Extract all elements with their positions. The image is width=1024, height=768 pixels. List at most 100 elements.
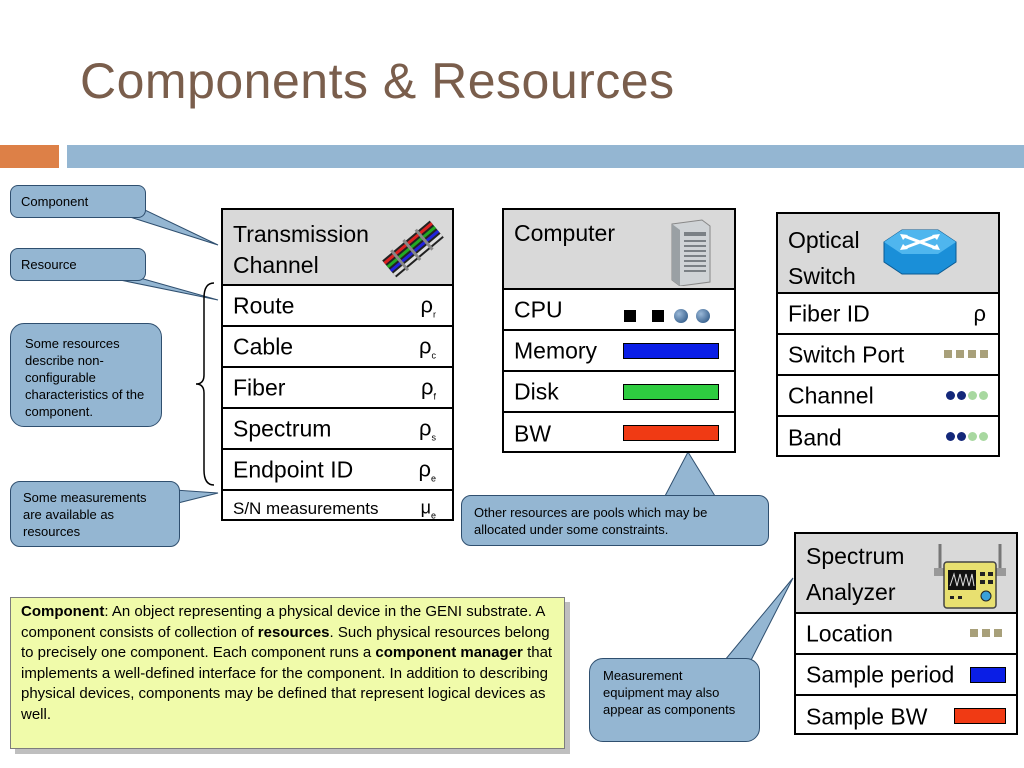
symbol-subscript: e <box>430 473 436 484</box>
row-label: Channel <box>788 382 874 408</box>
resource-row-cable: Cable ρc <box>223 327 452 368</box>
note-text-3: that implements a well-defined interface… <box>21 644 553 723</box>
symbol-subscript: c <box>431 350 437 361</box>
symbol-subscript: s <box>431 432 437 443</box>
row-label: Sample period <box>806 661 955 687</box>
spectrum-analyzer-icon <box>934 544 1006 609</box>
resource-row-fiber-id: Fiber ID ρ <box>778 294 998 335</box>
memory-pool-bar <box>623 343 719 359</box>
callout-measurement-equipment: Measurement equipment may also appear as… <box>589 658 760 742</box>
row-label: Fiber <box>233 374 286 400</box>
rho-symbol: ρ <box>420 373 434 399</box>
symbol-subscript: f <box>433 391 436 402</box>
note-bold-component-manager: component manager <box>375 644 523 661</box>
optical-header-line1: Optical <box>788 227 860 253</box>
callout-component-text: Component <box>21 194 89 209</box>
callout-non-configurable: Some resources describe non-configurable… <box>10 323 162 427</box>
computer-header: Computer <box>504 210 734 290</box>
cpu-units-icon <box>624 301 710 323</box>
row-label: S/N measurements <box>233 498 379 518</box>
note-text-2: . Such physical resources belong to prec… <box>21 623 550 662</box>
component-definition-note: Component: An object representing a phys… <box>10 597 565 749</box>
rho-symbol: ρ <box>418 414 432 440</box>
callout-component: Component <box>10 185 146 218</box>
row-label: Route <box>233 292 295 318</box>
slide-title: Components & Resources <box>80 53 675 109</box>
resource-row-endpoint-id: Endpoint ID ρe <box>223 450 452 491</box>
symbol-subscript: r <box>433 309 436 320</box>
spectrum-header-title: Spectrum Analyzer <box>806 538 904 610</box>
row-symbol: μe <box>421 497 436 520</box>
callout-measurements: Some measurements are available as resou… <box>10 481 180 547</box>
rho-symbol: ρ <box>418 332 432 358</box>
sample-period-bar <box>970 667 1006 683</box>
row-symbol: ρe <box>418 456 436 483</box>
row-label: CPU <box>514 296 563 322</box>
transmission-header-line2: Channel <box>233 252 319 278</box>
spectrum-header-line1: Spectrum <box>806 543 905 569</box>
port-units-icon <box>940 350 988 358</box>
computer-header-title: Computer <box>514 220 615 246</box>
callout-pools: Other resources are pools which may be a… <box>461 495 769 546</box>
callout-resource-text: Resource <box>21 257 77 272</box>
resource-row-switch-port: Switch Port <box>778 335 998 376</box>
row-label: Switch Port <box>788 341 905 367</box>
resource-row-sample-bw: Sample BW <box>796 696 1016 737</box>
fiber-cable-icon <box>382 220 444 278</box>
spectrum-header-line2: Analyzer <box>806 579 896 605</box>
callout-resource: Resource <box>10 248 146 281</box>
optical-header: Optical Switch <box>778 214 998 294</box>
location-units-icon <box>966 629 1002 637</box>
row-label: Fiber ID <box>788 300 870 326</box>
transmission-header: Transmission Channel <box>223 210 452 286</box>
resource-row-fiber: Fiber ρf <box>223 368 452 409</box>
resource-row-sample-period: Sample period <box>796 655 1016 696</box>
spectrum-header: Spectrum Analyzer <box>796 534 1016 614</box>
note-bold-component: Component <box>21 603 105 620</box>
resource-row-sn-measurements: S/N measurements μe <box>223 491 452 526</box>
row-symbol: ρr <box>420 292 436 319</box>
transmission-channel-box: Transmission Channel Route ρr Cable ρc F… <box>221 208 454 521</box>
optical-header-line2: Switch <box>788 263 856 289</box>
row-label: Memory <box>514 337 598 363</box>
note-text-1: : An object representing a physical devi… <box>21 603 545 641</box>
row-label: Cable <box>233 333 294 359</box>
disk-pool-bar <box>623 384 719 400</box>
transmission-header-line1: Transmission <box>233 221 369 247</box>
row-label: BW <box>514 420 552 446</box>
accent-bar-orange <box>0 145 59 168</box>
resource-row-route: Route ρr <box>223 286 452 327</box>
callout-measurements-text: Some measurements are available as resou… <box>23 490 147 539</box>
optical-header-title: Optical Switch <box>788 222 860 294</box>
sample-bw-bar <box>954 708 1006 724</box>
spectrum-analyzer-box: Spectrum Analyzer Location Sample period <box>794 532 1018 735</box>
callout-measurement-equipment-text: Measurement equipment may also appear as… <box>603 668 736 717</box>
row-label: Band <box>788 424 842 450</box>
callout-pools-text: Other resources are pools which may be a… <box>474 505 708 537</box>
channel-units-icon <box>944 391 988 400</box>
row-symbol: ρc <box>419 333 436 360</box>
rho-symbol: ρ <box>420 291 433 317</box>
server-icon <box>671 219 711 286</box>
row-symbol: ρf <box>421 374 436 401</box>
row-label: Spectrum <box>233 415 332 441</box>
row-label: Disk <box>514 378 559 404</box>
resource-row-location: Location <box>796 614 1016 655</box>
row-label: Location <box>806 620 893 646</box>
callout-non-configurable-text: Some resources describe non-configurable… <box>25 336 145 419</box>
resource-row-cpu: CPU <box>504 290 734 331</box>
row-symbol: ρs <box>419 415 436 442</box>
resource-row-bw: BW <box>504 413 734 454</box>
row-symbol: ρ <box>973 300 986 326</box>
row-label: Endpoint ID <box>233 456 354 482</box>
band-units-icon <box>944 432 988 441</box>
resource-row-band: Band <box>778 417 998 458</box>
accent-bar-blue <box>67 145 1024 168</box>
transmission-header-title: Transmission Channel <box>233 219 369 281</box>
computer-box: Computer CPU Memory Disk BW <box>502 208 736 453</box>
resource-row-disk: Disk <box>504 372 734 413</box>
note-bold-resources: resources <box>257 623 330 641</box>
row-label: Sample BW <box>806 703 928 729</box>
optical-switch-box: Optical Switch Fiber ID ρ Switch Port Ch… <box>776 212 1000 457</box>
rho-symbol: ρ <box>418 455 431 481</box>
